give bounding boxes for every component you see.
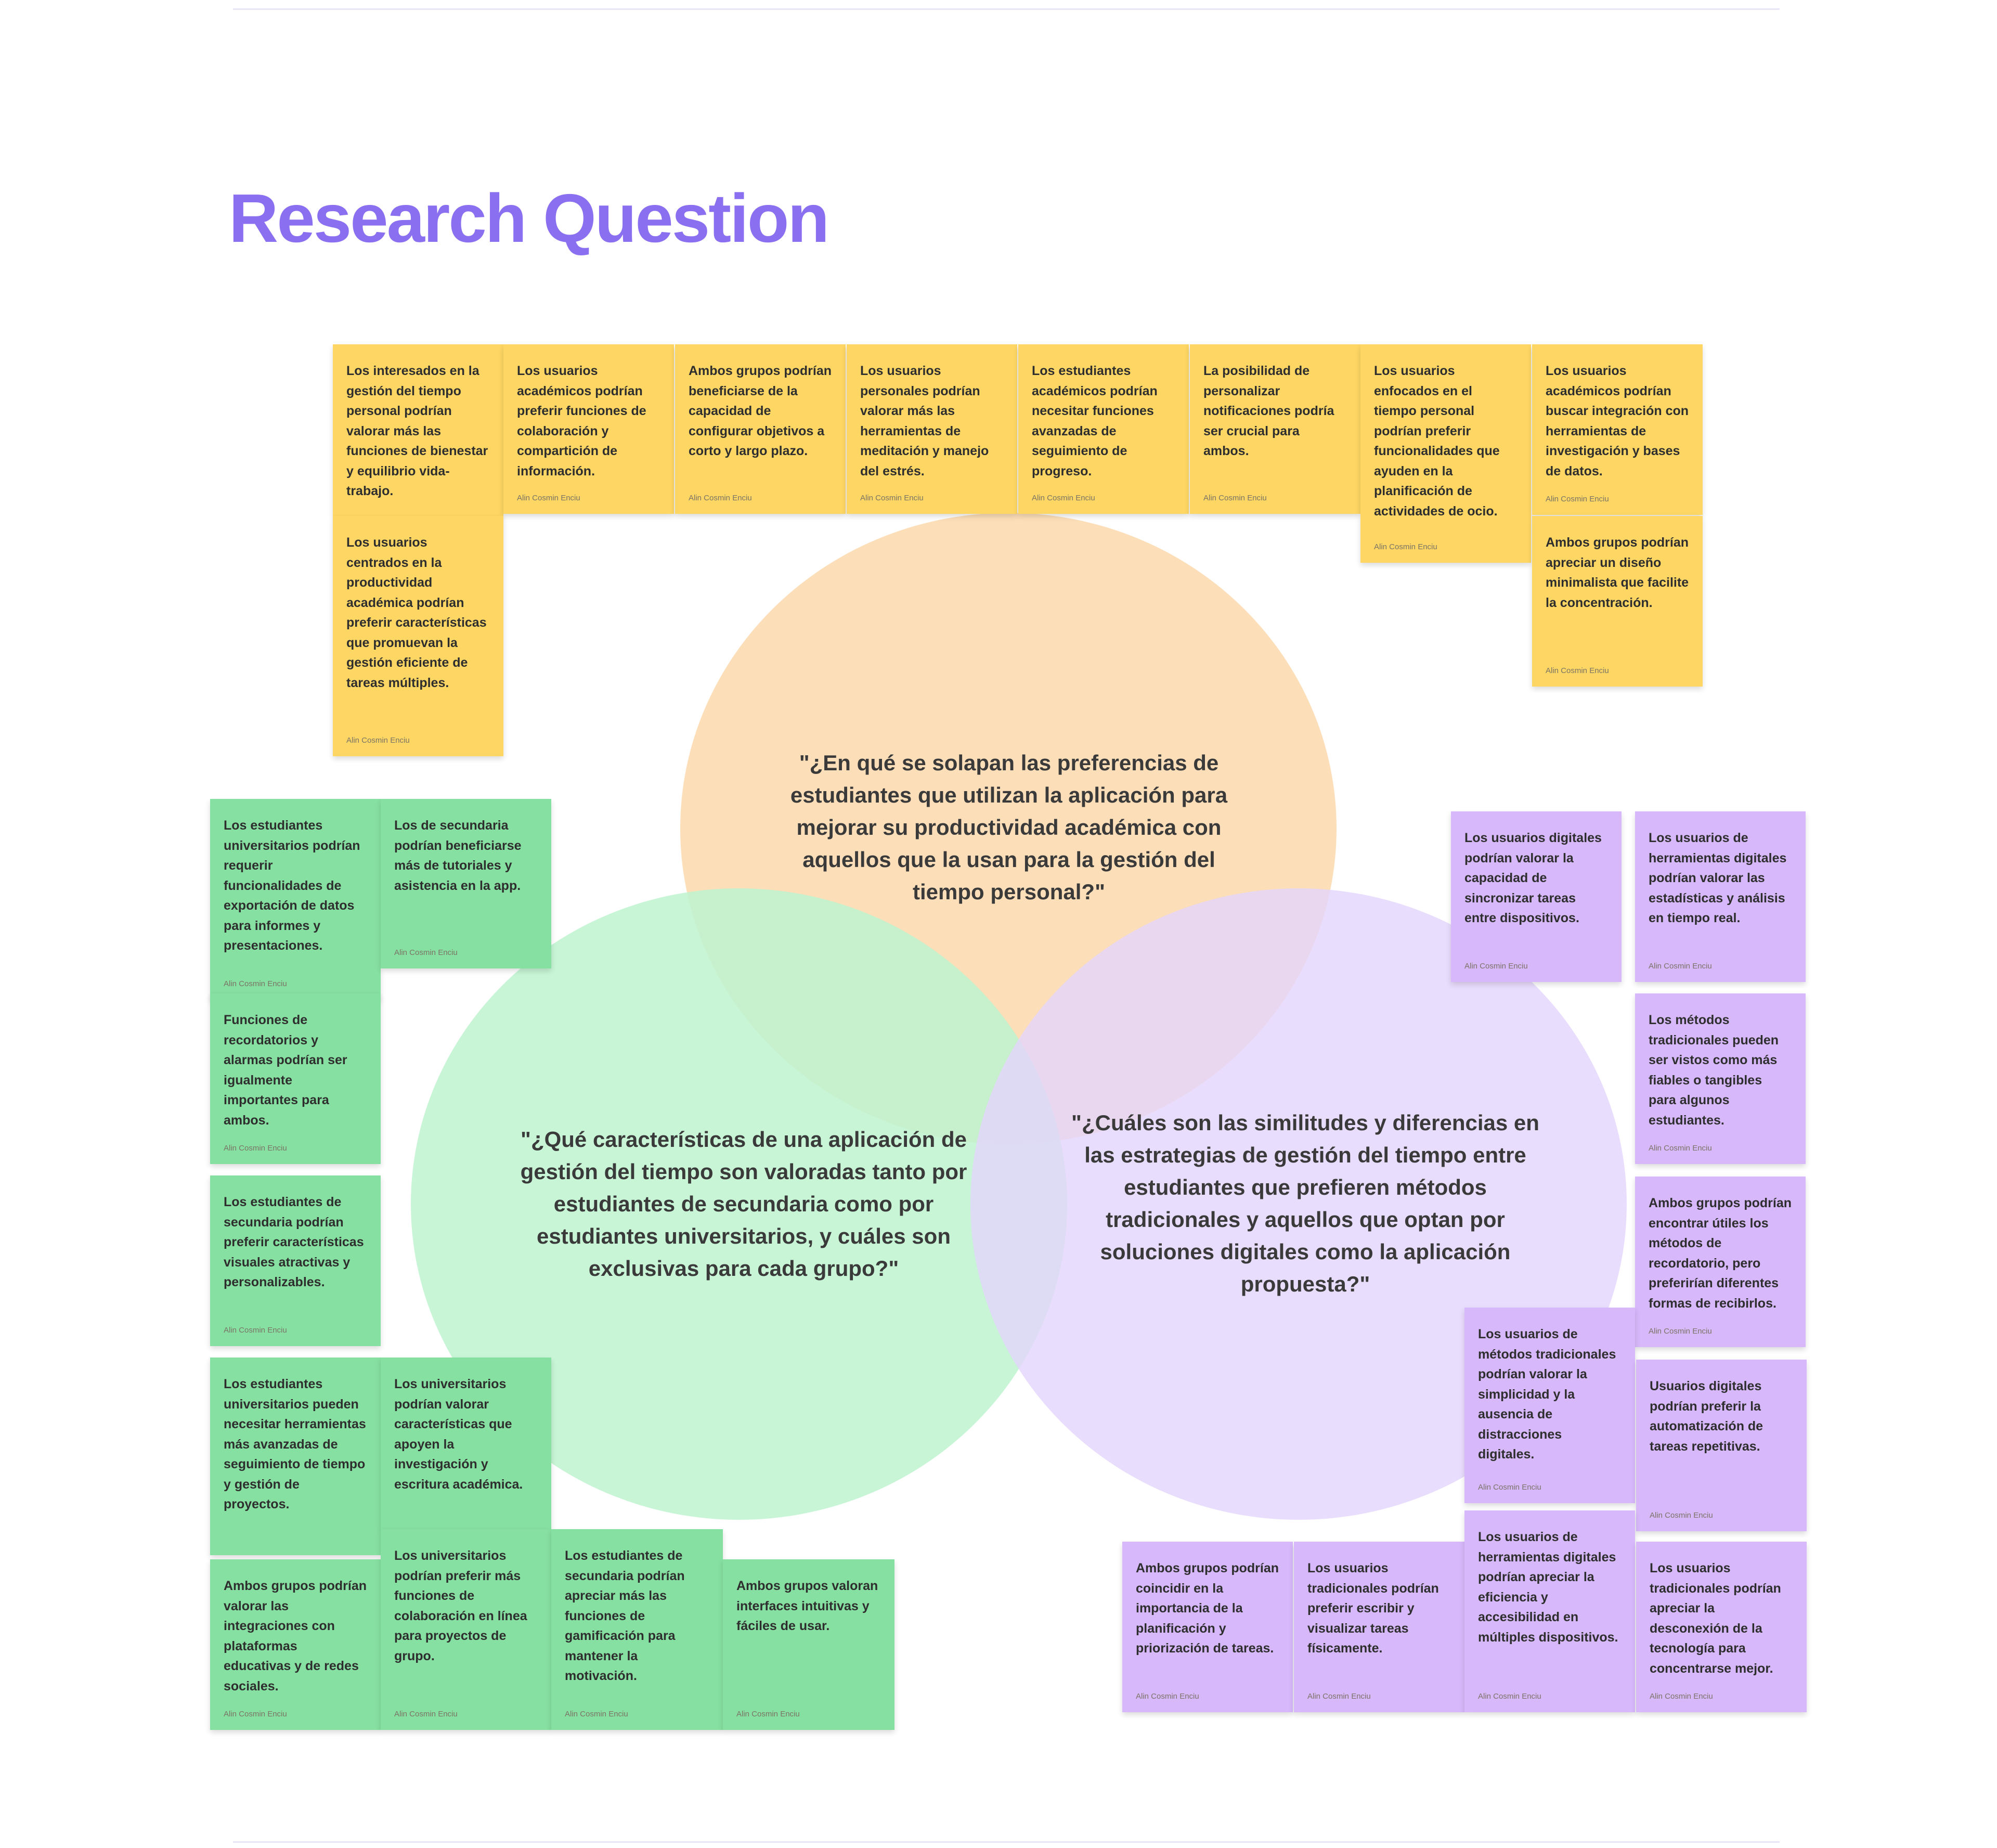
- sticky-note-text: Los estudiantes académicos podrían neces…: [1032, 364, 1158, 479]
- sticky-note-text: Ambos grupos podrían apreciar un diseño …: [1546, 535, 1689, 610]
- sticky-note-text: Los estudiantes de secundaria podrían ap…: [565, 1548, 685, 1683]
- research-question-academic-personal: "¿En qué se solapan las preferencias de …: [790, 751, 1228, 904]
- sticky-note[interactable]: Ambos grupos podrían apreciar un diseño …: [1532, 516, 1703, 687]
- sticky-note-text: Los estudiantes universitarios pueden ne…: [224, 1377, 366, 1511]
- sticky-note-text: Los estudiantes universitarios podrían r…: [224, 818, 360, 953]
- sticky-note-text: Los usuarios tradicionales podrían prefe…: [1307, 1561, 1439, 1656]
- sticky-note-text: Los usuarios académicos podrían buscar i…: [1546, 364, 1689, 479]
- sticky-note-author: Alin Cosmin Enciu: [1546, 495, 1609, 503]
- sticky-note[interactable]: Los usuarios digitales podrían valorar l…: [1451, 811, 1622, 982]
- sticky-note[interactable]: Los interesados en la gestión del tiempo…: [333, 344, 503, 516]
- bottom-divider: [233, 1841, 1780, 1843]
- sticky-note-author: Alin Cosmin Enciu: [1649, 1144, 1712, 1153]
- sticky-note-author: Alin Cosmin Enciu: [736, 1710, 800, 1718]
- sticky-note-text: Los usuarios académicos podrían preferir…: [517, 364, 646, 479]
- sticky-note[interactable]: Los usuarios tradicionales podrían prefe…: [1294, 1542, 1464, 1712]
- sticky-note-text: La posibilidad de personalizar notificac…: [1203, 364, 1334, 458]
- sticky-note-text: Los universitarios podrían valorar carac…: [394, 1377, 523, 1492]
- sticky-note[interactable]: Los usuarios enfocados en el tiempo pers…: [1360, 344, 1531, 563]
- sticky-note-author: Alin Cosmin Enciu: [1478, 1692, 1541, 1701]
- sticky-note[interactable]: Los estudiantes universitarios podrían r…: [210, 799, 381, 1000]
- sticky-note[interactable]: Ambos grupos podrían valorar las integra…: [210, 1559, 381, 1730]
- sticky-note-text: Funciones de recordatorios y alarmas pod…: [224, 1013, 347, 1128]
- sticky-note-text: Ambos grupos podrían beneficiarse de la …: [689, 364, 832, 458]
- sticky-note-author: Alin Cosmin Enciu: [394, 948, 458, 957]
- sticky-note-author: Alin Cosmin Enciu: [517, 494, 580, 502]
- sticky-note-text: Los usuarios de métodos tradicionales po…: [1478, 1327, 1616, 1462]
- sticky-note-author: Alin Cosmin Enciu: [860, 494, 924, 502]
- sticky-note-text: Usuarios digitales podrían preferir la a…: [1650, 1379, 1763, 1454]
- sticky-note-author: Alin Cosmin Enciu: [1546, 666, 1609, 675]
- sticky-note[interactable]: Los usuarios centrados en la productivid…: [333, 516, 503, 756]
- sticky-note-author: Alin Cosmin Enciu: [1649, 962, 1712, 971]
- sticky-note[interactable]: Ambos grupos podrían coincidir en la imp…: [1122, 1542, 1293, 1712]
- sticky-note-author: Alin Cosmin Enciu: [1307, 1692, 1371, 1701]
- sticky-note-author: Alin Cosmin Enciu: [1136, 1692, 1199, 1701]
- sticky-note[interactable]: Los usuarios de herramientas digitales p…: [1635, 811, 1806, 982]
- sticky-note-text: Los usuarios digitales podrían valorar l…: [1464, 831, 1602, 925]
- sticky-note-text: Los usuarios tradicionales podrían aprec…: [1650, 1561, 1781, 1676]
- sticky-note-author: Alin Cosmin Enciu: [1464, 962, 1528, 971]
- sticky-note-text: Los usuarios de herramientas digitales p…: [1478, 1530, 1618, 1645]
- sticky-note-text: Los usuarios de herramientas digitales p…: [1649, 831, 1787, 925]
- sticky-note-text: Los usuarios centrados en la productivid…: [346, 535, 487, 690]
- sticky-note-author: Alin Cosmin Enciu: [1650, 1511, 1713, 1520]
- sticky-note[interactable]: Los usuarios tradicionales podrían aprec…: [1636, 1542, 1807, 1712]
- sticky-note[interactable]: Los estudiantes académicos podrían neces…: [1018, 344, 1189, 514]
- sticky-note[interactable]: Ambos grupos podrían encontrar útiles lo…: [1635, 1177, 1806, 1347]
- sticky-note[interactable]: Ambos grupos valoran interfaces intuitiv…: [723, 1559, 894, 1730]
- sticky-note[interactable]: Los universitarios podrían valorar carac…: [381, 1358, 551, 1529]
- sticky-note-author: Alin Cosmin Enciu: [394, 1710, 458, 1718]
- sticky-note-author: Alin Cosmin Enciu: [224, 1710, 287, 1718]
- sticky-note-author: Alin Cosmin Enciu: [1374, 542, 1437, 551]
- sticky-note-text: Los estudiantes de secundaria podrían pr…: [224, 1195, 364, 1289]
- sticky-note-author: Alin Cosmin Enciu: [224, 979, 287, 988]
- sticky-note-author: Alin Cosmin Enciu: [224, 1144, 287, 1153]
- sticky-note-author: Alin Cosmin Enciu: [1478, 1483, 1541, 1492]
- sticky-note-author: Alin Cosmin Enciu: [689, 494, 752, 502]
- sticky-note-author: Alin Cosmin Enciu: [224, 1326, 287, 1335]
- sticky-note[interactable]: Los métodos tradicionales pueden ser vis…: [1635, 993, 1806, 1164]
- research-question-traditional-digital: "¿Cuáles son las similitudes y diferenci…: [1071, 1110, 1539, 1296]
- sticky-note[interactable]: Los usuarios personales podrían valorar …: [847, 344, 1017, 514]
- sticky-note-text: Ambos grupos valoran interfaces intuitiv…: [736, 1579, 878, 1633]
- sticky-note[interactable]: Los usuarios de métodos tradicionales po…: [1464, 1308, 1635, 1503]
- sticky-note[interactable]: Los universitarios podrían preferir más …: [381, 1529, 551, 1730]
- sticky-note[interactable]: Los usuarios académicos podrían preferir…: [503, 344, 674, 514]
- page-title: Research Question: [229, 180, 829, 256]
- research-question-secondary-university: "¿Qué características de una aplicación …: [520, 1127, 967, 1281]
- sticky-note-author: Alin Cosmin Enciu: [346, 736, 410, 745]
- sticky-note-author: Alin Cosmin Enciu: [1649, 1327, 1712, 1336]
- sticky-note[interactable]: La posibilidad de personalizar notificac…: [1190, 344, 1360, 514]
- sticky-note[interactable]: Los estudiantes de secundaria podrían ap…: [551, 1529, 723, 1730]
- sticky-note-text: Ambos grupos podrían encontrar útiles lo…: [1649, 1196, 1792, 1311]
- top-divider: [233, 8, 1780, 10]
- sticky-note[interactable]: Los estudiantes de secundaria podrían pr…: [210, 1175, 381, 1346]
- sticky-note-text: Los usuarios personales podrían valorar …: [860, 364, 989, 479]
- sticky-note[interactable]: Los usuarios de herramientas digitales p…: [1464, 1510, 1635, 1712]
- sticky-note[interactable]: Los usuarios académicos podrían buscar i…: [1532, 344, 1703, 515]
- sticky-note[interactable]: Los estudiantes universitarios pueden ne…: [210, 1358, 381, 1555]
- sticky-note-author: Alin Cosmin Enciu: [1650, 1692, 1713, 1701]
- sticky-note-text: Los universitarios podrían preferir más …: [394, 1548, 527, 1663]
- sticky-note[interactable]: Usuarios digitales podrían preferir la a…: [1636, 1360, 1807, 1531]
- sticky-note-author: Alin Cosmin Enciu: [565, 1710, 628, 1718]
- sticky-note[interactable]: Ambos grupos podrían beneficiarse de la …: [675, 344, 846, 514]
- sticky-note-text: Ambos grupos podrían coincidir en la imp…: [1136, 1561, 1279, 1656]
- sticky-note-author: Alin Cosmin Enciu: [1203, 494, 1267, 502]
- sticky-note-text: Los de secundaria podrían beneficiarse m…: [394, 818, 522, 893]
- sticky-note-text: Los usuarios enfocados en el tiempo pers…: [1374, 364, 1500, 519]
- sticky-note-text: Ambos grupos podrían valorar las integra…: [224, 1579, 367, 1694]
- sticky-note[interactable]: Funciones de recordatorios y alarmas pod…: [210, 993, 381, 1164]
- sticky-note-text: Los interesados en la gestión del tiempo…: [346, 364, 488, 498]
- sticky-note[interactable]: Los de secundaria podrían beneficiarse m…: [381, 799, 551, 968]
- sticky-note-text: Los métodos tradicionales pueden ser vis…: [1649, 1013, 1779, 1128]
- sticky-note-author: Alin Cosmin Enciu: [1032, 494, 1095, 502]
